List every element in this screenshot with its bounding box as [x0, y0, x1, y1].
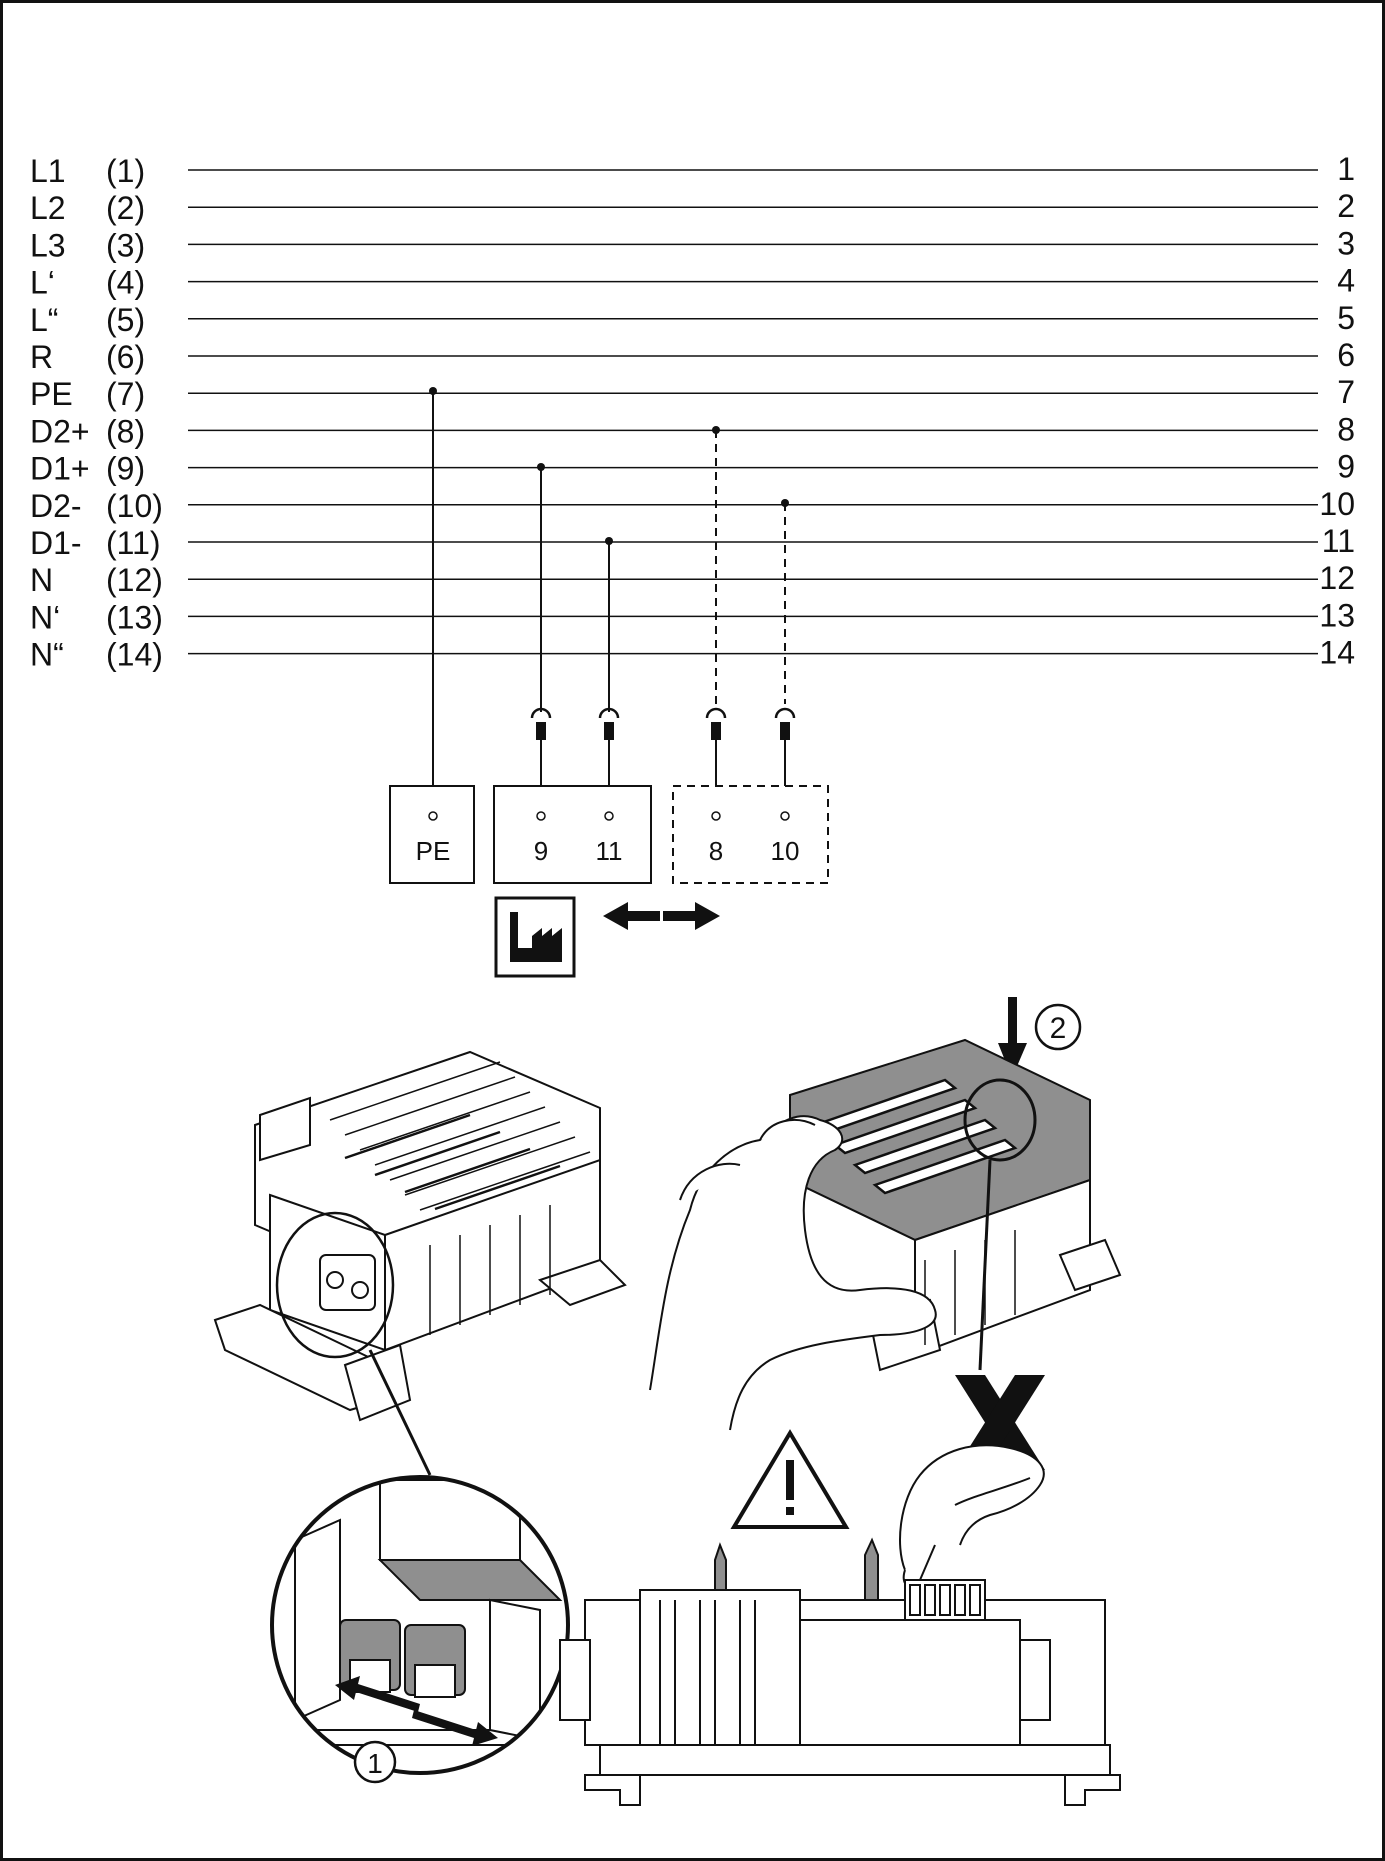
bus-left-name: N“	[30, 637, 64, 673]
bus-left-number: (14)	[106, 637, 163, 673]
hand-pulling-latch-icon	[899, 1444, 1045, 1588]
bridge-connector-icon	[705, 707, 727, 740]
bus-left-number: (7)	[106, 376, 145, 412]
warning-triangle-icon	[730, 1429, 850, 1529]
bus-left-name: D1+	[30, 451, 90, 487]
bus-left-name: PE	[30, 376, 73, 412]
bus-left-name: R	[30, 339, 53, 375]
terminal-8-label: 8	[709, 836, 723, 866]
bus-left-name: D2+	[30, 413, 90, 449]
bus-right-number: 10	[1319, 486, 1355, 522]
bridge-connectors	[530, 707, 796, 740]
side-view-device-illustration	[559, 1537, 1121, 1806]
bus-right-number: 9	[1337, 449, 1355, 485]
bus-left-number: (1)	[106, 153, 145, 189]
double-arrow-icon	[603, 902, 720, 930]
step-2-number: 2	[1050, 1012, 1067, 1045]
bus-right-number: 12	[1319, 560, 1355, 596]
optional-terminal-box: 8 10	[672, 785, 829, 884]
bus-left-name: L“	[30, 302, 58, 338]
latch-highlight-circle	[963, 1078, 1037, 1162]
magnified-detail-view: 1	[270, 1475, 570, 1784]
bus-left-name: L3	[30, 227, 66, 263]
bus-left-number: (5)	[106, 302, 145, 338]
bus-lines: L1 (1) 1L2 (2) 2L3 (3) 3L‘ (4) 4L“ (5) 5R (6) 6PE (7)…	[30, 151, 1355, 673]
zoom-circle-source	[275, 1211, 395, 1359]
bridge-connector-icon	[530, 707, 552, 740]
bridge-connector-icon	[598, 707, 620, 740]
hand-holding-device-icon	[649, 1115, 937, 1431]
taps	[432, 391, 786, 816]
junction-dot	[712, 426, 720, 434]
step-2-badge: 2	[1034, 1003, 1082, 1051]
bus-right-number: 2	[1337, 188, 1355, 224]
bus-left-number: (9)	[106, 451, 145, 487]
bus-left-number: (10)	[106, 488, 163, 524]
latch-pointer-line	[978, 1159, 992, 1371]
bus-right-number: 4	[1337, 263, 1355, 299]
junction-dot	[537, 463, 545, 471]
junction-dot	[429, 387, 437, 395]
bus-left-name: N	[30, 562, 53, 598]
bus-right-number: 6	[1337, 337, 1355, 373]
down-arrow-icon	[998, 997, 1027, 1078]
bus-right-number: 3	[1337, 225, 1355, 261]
factory-terminal-box: 9 11	[493, 785, 652, 884]
left-device-illustration	[213, 1050, 627, 1422]
terminal-11-label: 11	[596, 836, 623, 866]
bus-left-name: D1-	[30, 525, 82, 561]
right-device-illustration	[789, 1038, 1122, 1372]
bus-left-name: L‘	[30, 265, 55, 301]
bus-right-number: 13	[1319, 597, 1355, 633]
junction-dots	[429, 387, 789, 545]
bus-left-name: L2	[30, 190, 66, 226]
junction-dot	[605, 537, 613, 545]
bus-left-number: (6)	[106, 339, 145, 375]
bus-left-name: D2-	[30, 488, 82, 524]
bus-left-number: (13)	[106, 599, 163, 635]
bus-left-name: L1	[30, 153, 66, 189]
bridge-connector-icon	[774, 707, 796, 740]
pe-terminal-box: PE	[389, 785, 475, 884]
factory-icon	[494, 896, 576, 978]
terminal-9-label: 9	[534, 836, 548, 866]
bus-left-number: (12)	[106, 562, 163, 598]
bus-right-number: 11	[1322, 523, 1355, 559]
bus-left-number: (8)	[106, 413, 145, 449]
step-1-badge	[353, 1740, 397, 1784]
pe-terminal-label: PE	[416, 836, 451, 866]
bus-left-number: (3)	[106, 227, 145, 263]
bus-right-number: 14	[1319, 635, 1355, 671]
bus-right-number: 5	[1337, 300, 1355, 336]
bus-left-number: (2)	[106, 190, 145, 226]
bus-right-number: 1	[1337, 151, 1355, 187]
slide-double-arrow-icon	[335, 1676, 498, 1746]
junction-dot	[781, 499, 789, 507]
bus-left-number: (11)	[106, 525, 161, 561]
bus-right-number: 8	[1337, 411, 1355, 447]
bus-right-number: 7	[1337, 374, 1355, 410]
bus-left-name: N‘	[30, 599, 60, 635]
step-1-number: 1	[367, 1748, 383, 1779]
terminal-10-label: 10	[771, 836, 800, 866]
zoom-connector-line	[368, 1349, 432, 1476]
bus-left-number: (4)	[106, 265, 145, 301]
